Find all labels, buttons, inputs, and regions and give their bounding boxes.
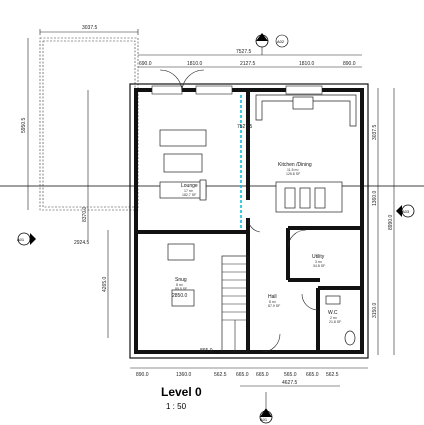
dim-1810b: 1810.0 [299,61,315,67]
dim-b565: 565.0 [284,372,297,378]
room-hall-sf: 87.9 SF [268,304,280,308]
marker-a01-left-label: A01 [17,237,25,242]
section-marker-a01-left[interactable]: A01 [17,232,36,246]
dim-1360-right: 1360.0 [372,190,378,206]
room-lounge-area: 17 m² [184,189,194,193]
marker-a02-label: A02 [277,39,285,44]
door-swing-hall [247,217,261,233]
dim-2924: 2924.5 [74,240,90,246]
dim-4265: 4265.0 [102,276,108,292]
section-marker-a01-bottom[interactable]: A01 [259,392,273,424]
dim-3037: 3037.5 [82,25,98,31]
dim-3037-right: 3037.5 [372,124,378,140]
door-swing-utility [287,229,307,249]
dim-b665c: 665.0 [306,372,319,378]
carport-outline [39,29,139,211]
room-wc-sf: 21.8 SF [329,320,341,324]
dim-b665b: 665.0 [256,372,269,378]
dim-b890: 890.0 [136,372,149,378]
dim-7527-top: 7527.5 [236,49,252,55]
dim-8990: 8990.0 [388,214,394,230]
dim-5950: 5950.5 [21,117,27,133]
dim-1810a: 1810.0 [187,61,203,67]
marker-a03-label: A03 [402,209,410,214]
section-marker-a03[interactable]: A03 [396,204,415,218]
dim-b562a: 562.5 [214,372,227,378]
room-kitchen-label: Kitchen /Dining [278,162,312,168]
drawing-scale: 1 : 50 [166,402,187,411]
wc-fittings [325,295,356,346]
windows-top [151,85,323,95]
room-hall-label: Hall [268,294,277,300]
dim-890: 890.0 [343,61,356,67]
room-snug-label: Snug [175,277,187,283]
kitchen-worktop [255,94,357,213]
door-swing-top [159,69,183,93]
room-hall-area: 8 m² [269,300,277,304]
snug-furniture [167,243,195,307]
room-snug-area: 8 m² [176,283,184,287]
lounge-furniture [159,129,207,201]
dim-b665a: 665.0 [236,372,249,378]
room-kitchen-sf: 125.8 SF [286,172,300,176]
staircase [221,255,249,353]
room-wc-area: 2 m² [330,316,338,320]
room-lounge-label: Lounge [181,183,198,189]
room-lounge-sf: 182.7 SF [182,193,196,197]
dim-b562b: 562.5 [326,372,339,378]
marker-a01-bottom-label: A01 [260,417,268,422]
dim-b865: 865.0 [200,348,213,354]
room-kitchen-area: 11.5 m² [287,168,299,172]
dim-3150: 3150.0 [372,302,378,318]
dim-2850: 2850.0 [172,293,188,299]
room-utility-label: Utility [312,254,325,260]
drawing-title: Level 0 [161,385,202,399]
dim-8370: 8370.0 [82,206,88,222]
door-swing-wc [301,293,319,311]
dim-690: 690.0 [139,61,152,67]
room-utility-area: 3 m² [315,260,323,264]
room-snug-sf: 85.5 SF [175,287,187,291]
dim-2127: 2127.5 [240,61,256,67]
door-swing-front [261,333,281,353]
dim-7527-mid: 7527.5 [237,124,253,130]
room-utility-sf: 34.8 SF [313,264,325,268]
room-wc-label: W.C [328,310,338,316]
dim-b1360: 1360.0 [176,372,192,378]
section-marker-a02[interactable]: A02 [255,33,289,55]
dim-b4627: 4627.5 [282,380,298,386]
